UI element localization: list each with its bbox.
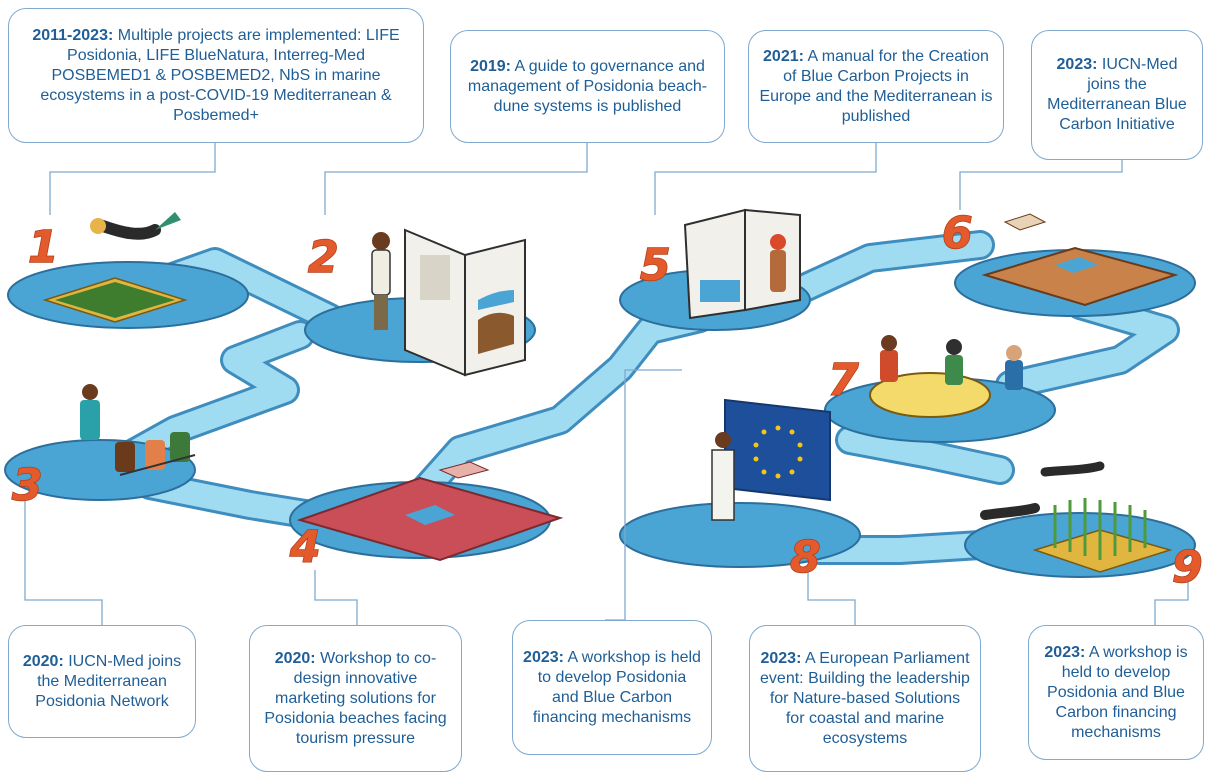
scene-4-puzzle <box>296 461 564 562</box>
winding-path <box>115 230 1180 565</box>
milestone-box-2: 2019: A guide to governance and manageme… <box>450 30 725 143</box>
step-number-4: 4 <box>289 522 321 573</box>
milestone-text: A manual for the Creation of Blue Carbon… <box>759 47 993 125</box>
step-number-6: 6 <box>942 208 973 259</box>
step-numbers: 1 2 3 4 5 6 7 8 9 <box>11 207 1203 594</box>
step-number-8: 8 <box>790 532 821 583</box>
scene-1-diver <box>42 212 188 323</box>
milestone-year: 2023: <box>760 649 802 667</box>
milestone-box-6: 2023: IUCN-Med joins the Mediterranean B… <box>1031 30 1203 160</box>
scene-5-manual <box>683 208 801 320</box>
milestone-box-1: 2011-2023: Multiple projects are impleme… <box>8 8 424 143</box>
scene-2-guide-book <box>371 228 526 377</box>
milestone-year: 2011-2023: <box>32 26 114 44</box>
milestone-text: Multiple projects are implemented: LIFE … <box>40 26 400 124</box>
milestone-year: 2023: <box>1056 56 1098 73</box>
scene-6-puzzle <box>981 213 1179 307</box>
milestone-box-5: 2021: A manual for the Creation of Blue … <box>748 30 1004 143</box>
step-number-7: 7 <box>828 355 859 406</box>
milestone-year: 2020: <box>274 649 316 667</box>
step-number-2: 2 <box>308 232 339 283</box>
milestone-text: IUCN-Med joins the Mediterranean Posidon… <box>35 652 182 710</box>
milestone-text: IUCN-Med joins the Mediterranean Blue Ca… <box>1047 56 1187 133</box>
milestone-box-7: 2023: A workshop is held to develop Posi… <box>512 620 712 755</box>
scene-8-parliament <box>711 398 831 521</box>
scene-9-divers <box>980 461 1173 573</box>
milestone-text: Workshop to co-design innovative marketi… <box>264 649 447 747</box>
milestone-year: 2021: <box>763 47 804 65</box>
milestone-year: 2020: <box>22 652 64 670</box>
step-number-3: 3 <box>12 460 43 511</box>
milestone-text: A guide to governance and management of … <box>467 57 708 115</box>
milestone-box-8: 2023: A European Parliament event: Build… <box>749 625 981 772</box>
scene-7-meeting <box>869 335 1023 418</box>
step-number-9: 9 <box>1172 542 1203 593</box>
milestone-year: 2019: <box>470 57 511 75</box>
step-number-5: 5 <box>640 240 671 291</box>
platform-8 <box>619 502 861 568</box>
milestone-year: 2023: <box>523 648 564 666</box>
step-number-1: 1 <box>28 222 59 273</box>
scene-3-presentation <box>80 384 196 476</box>
milestone-box-3: 2020: IUCN-Med joins the Mediterranean P… <box>8 625 196 738</box>
milestone-text: A workshop is held to develop Posidonia … <box>1047 643 1188 741</box>
milestone-text: A European Parliament event: Building th… <box>760 649 970 747</box>
milestone-box-9: 2023: A workshop is held to develop Posi… <box>1028 625 1204 760</box>
milestone-box-4: 2020: Workshop to co-design innovative m… <box>249 625 462 772</box>
milestone-text: A workshop is held to develop Posidonia … <box>532 648 701 726</box>
milestone-year: 2023: <box>1044 643 1086 661</box>
